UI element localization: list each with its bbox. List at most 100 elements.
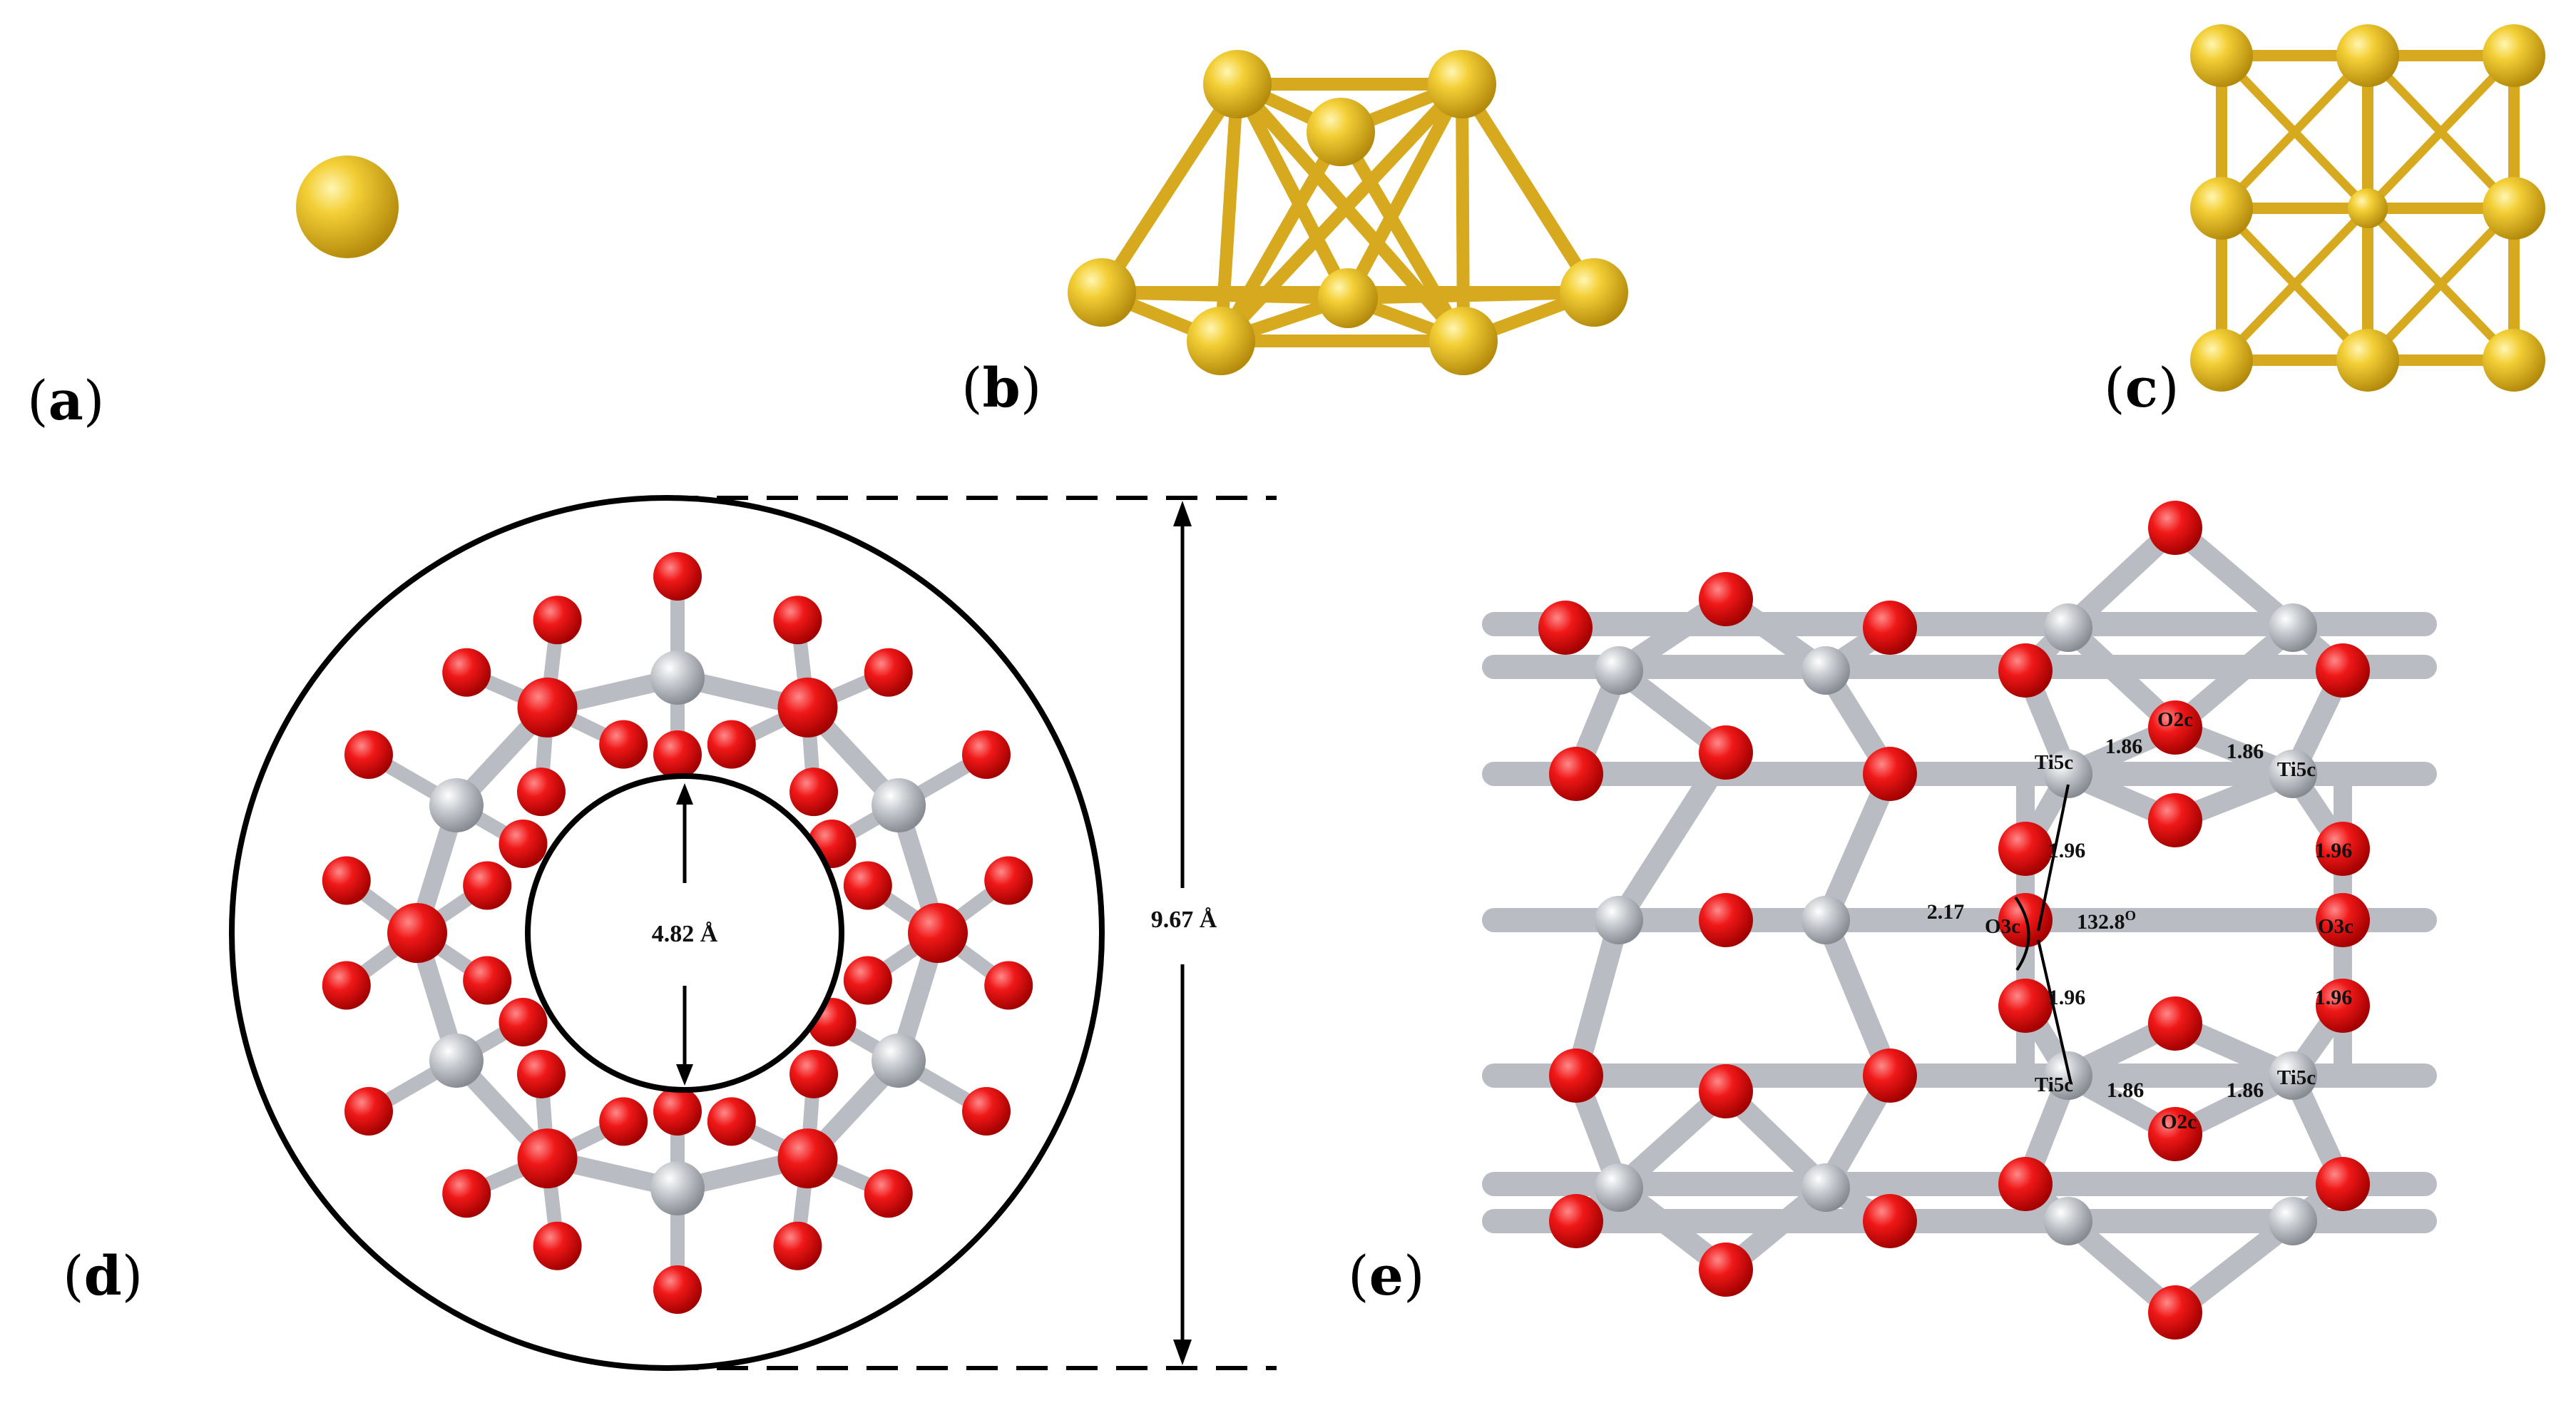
gold-atom: [1068, 258, 1136, 327]
oxygen-atom: [1863, 747, 1917, 801]
oxygen-atom: [463, 956, 512, 1005]
bond-1-96-upper-right: 1.96: [2315, 839, 2353, 862]
gold-atom: [2483, 329, 2545, 392]
label-o3c-left: O3c: [1985, 915, 2020, 938]
oxygen-atom: [442, 1169, 491, 1218]
oxygen-atom: [1699, 725, 1753, 780]
oxygen-atom: [344, 1087, 393, 1136]
titanium-atom: [1801, 646, 1850, 695]
oxygen-atom: [653, 1087, 702, 1136]
bond: [1341, 78, 1468, 305]
panel-b: (b): [961, 50, 1628, 419]
label-ti5c-bottom-right: Ti5c: [2277, 1066, 2316, 1089]
titanium-atom: [1595, 646, 1643, 695]
oxygen-atom: [653, 552, 702, 601]
titanium-atom: [872, 778, 926, 832]
bond: [2363, 51, 2518, 213]
oxygen-atom: [2148, 996, 2202, 1051]
gold-atom: [296, 155, 399, 258]
bond: [1456, 78, 1470, 347]
gold-atom: [2190, 329, 2253, 392]
label-ti5c-top-right: Ti5c: [2277, 758, 2316, 781]
panel-b-structure: [1068, 50, 1628, 375]
oxygen-atom: [773, 596, 822, 645]
oxygen-atom: [322, 961, 371, 1010]
panel-b-label: (b): [961, 356, 1041, 419]
gold-atom: [1203, 50, 1272, 118]
tio2-slab: [1482, 501, 2437, 1340]
oxygen-atom: [843, 861, 892, 910]
label-o3c-right: O3c: [2318, 915, 2353, 938]
bond: [2217, 51, 2372, 213]
oxygen-atom: [442, 648, 491, 697]
oxygen-atom: [1998, 643, 2053, 698]
oxygen-atom: [1549, 747, 1603, 801]
label-ti5c-top-left: Ti5c: [2035, 751, 2073, 774]
bond: [2363, 204, 2518, 364]
oxygen-atom: [653, 1265, 702, 1314]
oxygen-atom: [1998, 979, 2053, 1033]
panel-c: (c): [2104, 24, 2545, 419]
oxygen-atom: [533, 1221, 582, 1270]
oxygen-atom: [1699, 1064, 1753, 1118]
oxygen-atom: [599, 1097, 648, 1146]
bond: [1095, 78, 1244, 299]
titanium-atom: [650, 651, 705, 705]
panel-c-structure: [2190, 24, 2545, 392]
panel-d: 4.82 Å 9.67 Å (d): [63, 495, 1277, 1371]
oxygen-atom: [984, 856, 1033, 905]
bond-1-86-top-right: 1.86: [2227, 740, 2264, 763]
bond: [1231, 78, 1354, 305]
oxygen-atom: [344, 730, 393, 779]
titanium-atom: [2044, 750, 2092, 798]
site-and-bond-labels: Ti5c O2c Ti5c O3c O3c Ti5c O2c Ti5c 1.86…: [1927, 708, 2353, 1133]
titanium-atom: [1595, 896, 1643, 944]
titanium-atom: [429, 778, 484, 832]
gold-atom: [2190, 177, 2253, 240]
oxygen-atom: [2316, 1157, 2370, 1211]
bond-1-96-lower-right: 1.96: [2315, 986, 2353, 1009]
titanium-atom: [2269, 603, 2317, 652]
oxygen-atom: [908, 903, 968, 963]
gold-atom: [1429, 307, 1498, 375]
bond-1-96-upper-left: 1.96: [2048, 839, 2086, 862]
oxygen-atom: [1863, 601, 1917, 655]
bond-2-17: 2.17: [1927, 900, 1965, 924]
bond: [1215, 78, 1244, 347]
gold-atom: [2483, 177, 2545, 240]
oxygen-atom: [322, 856, 371, 905]
oxygen-atom: [864, 1169, 913, 1218]
gold-atom: [2336, 24, 2399, 87]
oxygen-atom: [707, 720, 756, 769]
inner-diameter-arrow: [676, 783, 693, 1086]
label-ti5c-bottom-left: Ti5c: [2035, 1073, 2073, 1096]
oxygen-atom: [789, 1049, 839, 1098]
bond-1-86-bottom-left: 1.86: [2107, 1078, 2145, 1102]
titanium-atom: [2269, 1197, 2317, 1245]
gold-atom: [2336, 329, 2399, 392]
oxygen-atom: [789, 767, 839, 817]
gold-atom: [1307, 98, 1375, 166]
titanium-atom: [2044, 1197, 2092, 1245]
gold-atom: [1318, 268, 1378, 328]
oxygen-atom: [773, 1221, 822, 1270]
titanium-atom: [1595, 1163, 1643, 1212]
titanium-atom: [1801, 1163, 1850, 1212]
oxygen-atom: [1998, 1157, 2053, 1211]
nanotube-cross-section: [322, 552, 1033, 1314]
oxygen-atom: [777, 1128, 838, 1189]
oxygen-atom: [1699, 893, 1753, 947]
panel-a-structure: [296, 155, 399, 258]
bond: [2217, 204, 2372, 364]
titanium-atom: [2269, 750, 2317, 798]
inner-diameter-circle: [525, 773, 844, 1093]
oxygen-atom: [463, 861, 512, 910]
oxygen-atom: [1538, 601, 1593, 655]
oxygen-atom: [777, 677, 838, 738]
oxygen-atom: [1699, 1243, 1753, 1297]
oxygen-atom: [2316, 822, 2370, 876]
oxygen-atom: [516, 767, 566, 817]
titanium-atom: [872, 1034, 926, 1088]
bond-angle-label: 132.8O: [2077, 908, 2136, 934]
